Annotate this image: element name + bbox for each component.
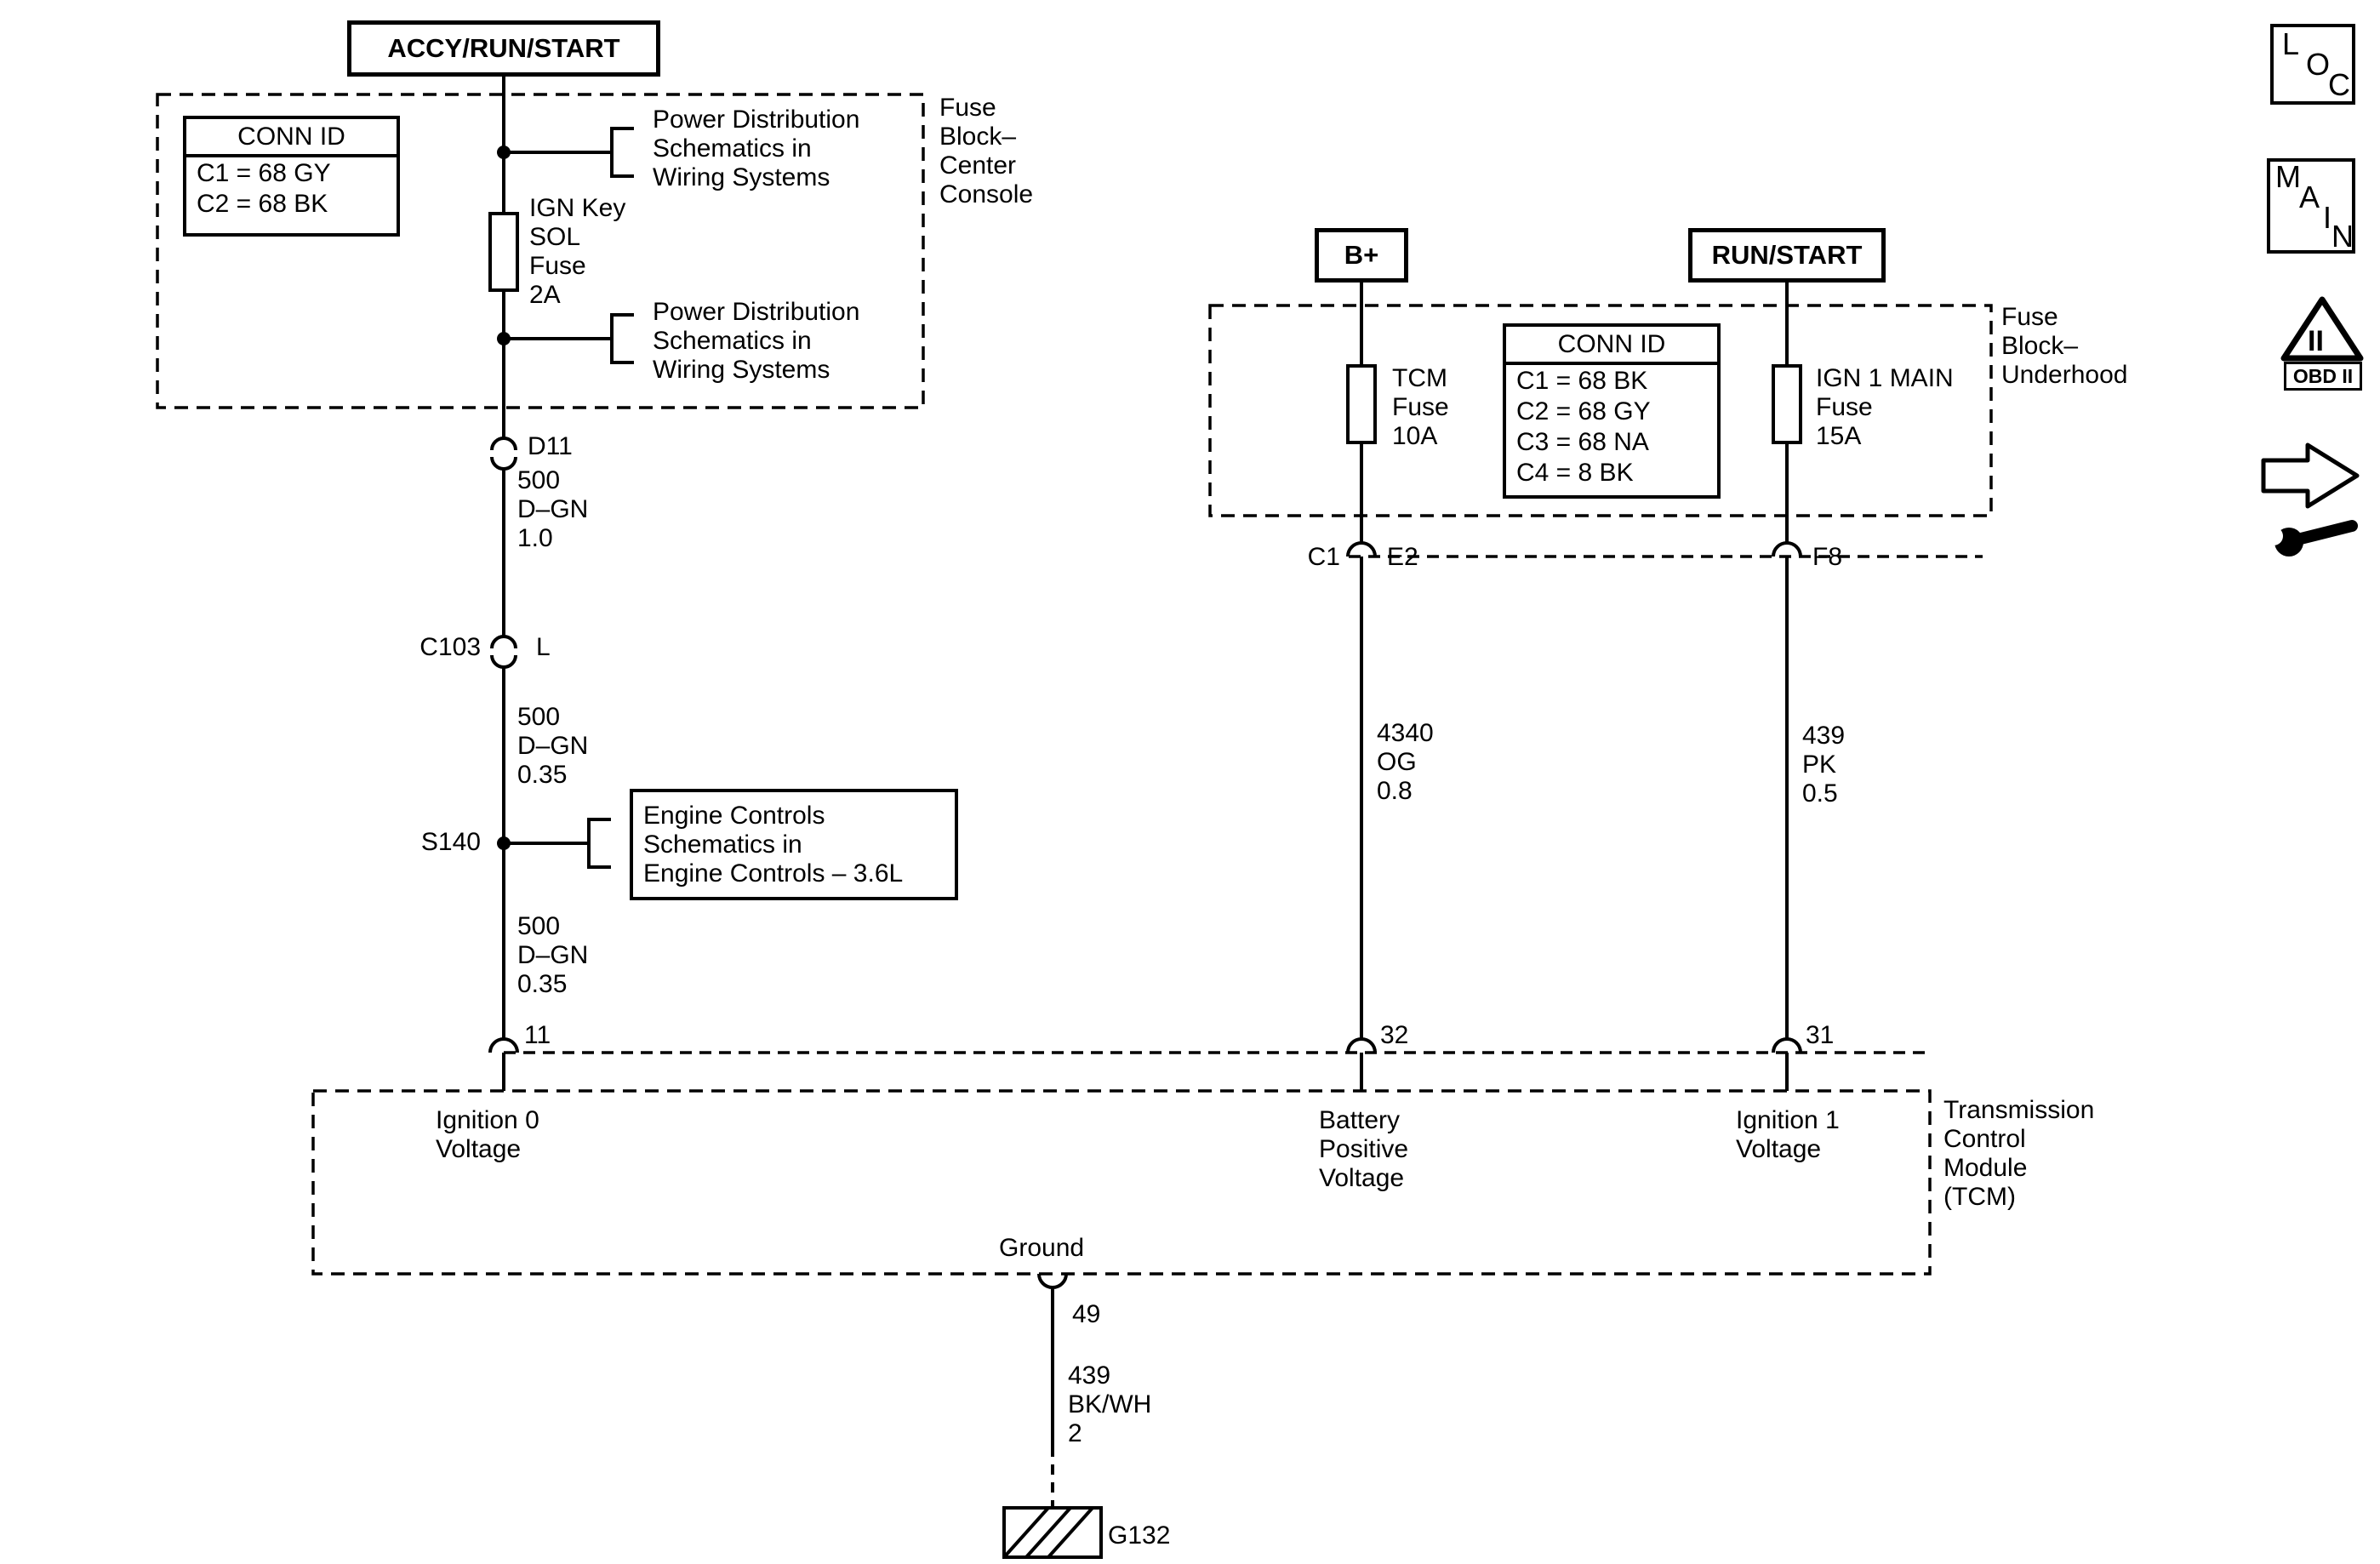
ign1-main-fuse-symbol: [1772, 364, 1802, 444]
conn-id-row: C2 = 68 BK: [197, 190, 328, 218]
power-distribution-ref-bottom: Power Distribution Schematics in Wiring …: [653, 298, 860, 384]
main-icon: M A I N: [2267, 158, 2355, 254]
pin-31-label: 31: [1806, 1021, 1835, 1049]
ignition-0-voltage-label: Ignition 0 Voltage: [436, 1106, 539, 1163]
conn-id-row: C3 = 68 NA: [1516, 428, 1649, 456]
wire-439-pk-label: 439 PK 0.5: [1802, 722, 1846, 808]
run-start-box: RUN/START: [1688, 228, 1886, 283]
offpage-bracket-s140: [587, 818, 611, 869]
tcm-outline: [311, 1089, 1932, 1276]
engine-controls-reference-box: Engine Controls Schematics in Engine Con…: [630, 789, 958, 900]
wire-500-dgn-035b-label: 500 D–GN 0.35: [517, 912, 589, 998]
pin-49-symbol: [1037, 1273, 1068, 1289]
diagnostic-arrow-wrench-icon: [2261, 442, 2360, 557]
wire-500-dgn-035a-label: 500 D–GN 0.35: [517, 703, 589, 789]
s140-label: S140: [420, 828, 481, 856]
main-letter: N: [2331, 219, 2354, 254]
pin-31-symbol: [1772, 1037, 1802, 1053]
obd2-triangle-text: II: [2308, 325, 2324, 357]
accy-run-start-box: ACCY/RUN/START: [347, 20, 660, 77]
c103-label: C103: [419, 633, 481, 661]
c103-connector-symbol: [490, 635, 517, 669]
conn-id-box-underhood: CONN ID C1 = 68 BK C2 = 68 GY C3 = 68 NA…: [1503, 323, 1721, 499]
s140-splice-dot: [497, 836, 511, 850]
f8-connector-symbol: [1772, 541, 1802, 557]
fuse-block-underhood-label: Fuse Block– Underhood: [2001, 303, 2128, 389]
tcm-fuse-symbol: [1346, 364, 1377, 444]
pin-11-symbol: [488, 1037, 519, 1053]
conn-id-row: C2 = 68 GY: [1516, 397, 1651, 425]
fuse-block-center-console-outline: [156, 93, 925, 409]
ignition-1-voltage-label: Ignition 1 Voltage: [1736, 1106, 1840, 1163]
conn-id-row: C1 = 68 BK: [1516, 367, 1648, 395]
loc-letter: C: [2328, 67, 2350, 102]
main-letter: M: [2275, 159, 2301, 194]
f8-pin-label: F8: [1812, 543, 1843, 571]
pin-11-label: 11: [524, 1021, 551, 1049]
d11-connector-symbol: [490, 437, 517, 471]
pin-32-label: 32: [1380, 1021, 1409, 1049]
fuse-block-center-console-label: Fuse Block– Center Console: [939, 94, 1034, 208]
main-letter: A: [2299, 180, 2320, 214]
obd2-triangle-icon: [2280, 296, 2364, 362]
conn-id-header: CONN ID: [1506, 327, 1717, 365]
wire-4340-og-label: 4340 OG 0.8: [1377, 719, 1434, 805]
tcm-fuse-label: TCM Fuse 10A: [1392, 364, 1449, 450]
wires: [502, 77, 1789, 1508]
ign1-main-fuse-label: IGN 1 MAIN Fuse 15A: [1816, 364, 1954, 450]
conn-id-box-center-console: CONN ID C1 = 68 GY C2 = 68 BK: [183, 116, 400, 237]
offpage-bracket-top: [610, 127, 634, 178]
c1-connector-label: C1: [1307, 543, 1340, 571]
tcm-module-label: Transmission Control Module (TCM): [1943, 1096, 2095, 1211]
d11-label: D11: [528, 432, 573, 460]
loc-letter: L: [2282, 26, 2300, 61]
conn-id-header: CONN ID: [186, 119, 397, 157]
loc-letter: O: [2306, 47, 2331, 82]
pin-49-label: 49: [1072, 1300, 1101, 1328]
power-distribution-ref-top: Power Distribution Schematics in Wiring …: [653, 106, 860, 191]
e2-connector-symbol: [1346, 541, 1377, 557]
junction-dot: [497, 146, 511, 159]
conn-id-row: C4 = 8 BK: [1516, 459, 1634, 487]
pin-32-symbol: [1346, 1037, 1377, 1053]
fuse-block-underhood-outline: [1208, 304, 1993, 517]
b-plus-box: B+: [1315, 228, 1408, 283]
offpage-bracket-bottom: [610, 313, 634, 364]
battery-positive-voltage-label: Battery Positive Voltage: [1319, 1106, 1409, 1192]
e2-pin-label: E2: [1387, 543, 1418, 571]
obd2-label: OBD II: [2284, 362, 2362, 391]
junction-dot: [497, 332, 511, 345]
wire-500-dgn-10-label: 500 D–GN 1.0: [517, 466, 589, 552]
ground-symbol-g132: [1002, 1506, 1103, 1559]
c103-pin-l-label: L: [536, 633, 551, 661]
ign-key-sol-fuse-symbol: [488, 212, 519, 292]
ign-key-sol-fuse-label: IGN Key SOL Fuse 2A: [529, 194, 626, 309]
g132-label: G132: [1108, 1521, 1171, 1550]
loc-icon: L O C: [2270, 24, 2355, 105]
wire-439-bkwh-label: 439 BK/WH 2: [1068, 1361, 1152, 1447]
main-letter: I: [2323, 200, 2332, 235]
ground-label: Ground: [999, 1234, 1085, 1262]
conn-id-row: C1 = 68 GY: [197, 159, 331, 187]
